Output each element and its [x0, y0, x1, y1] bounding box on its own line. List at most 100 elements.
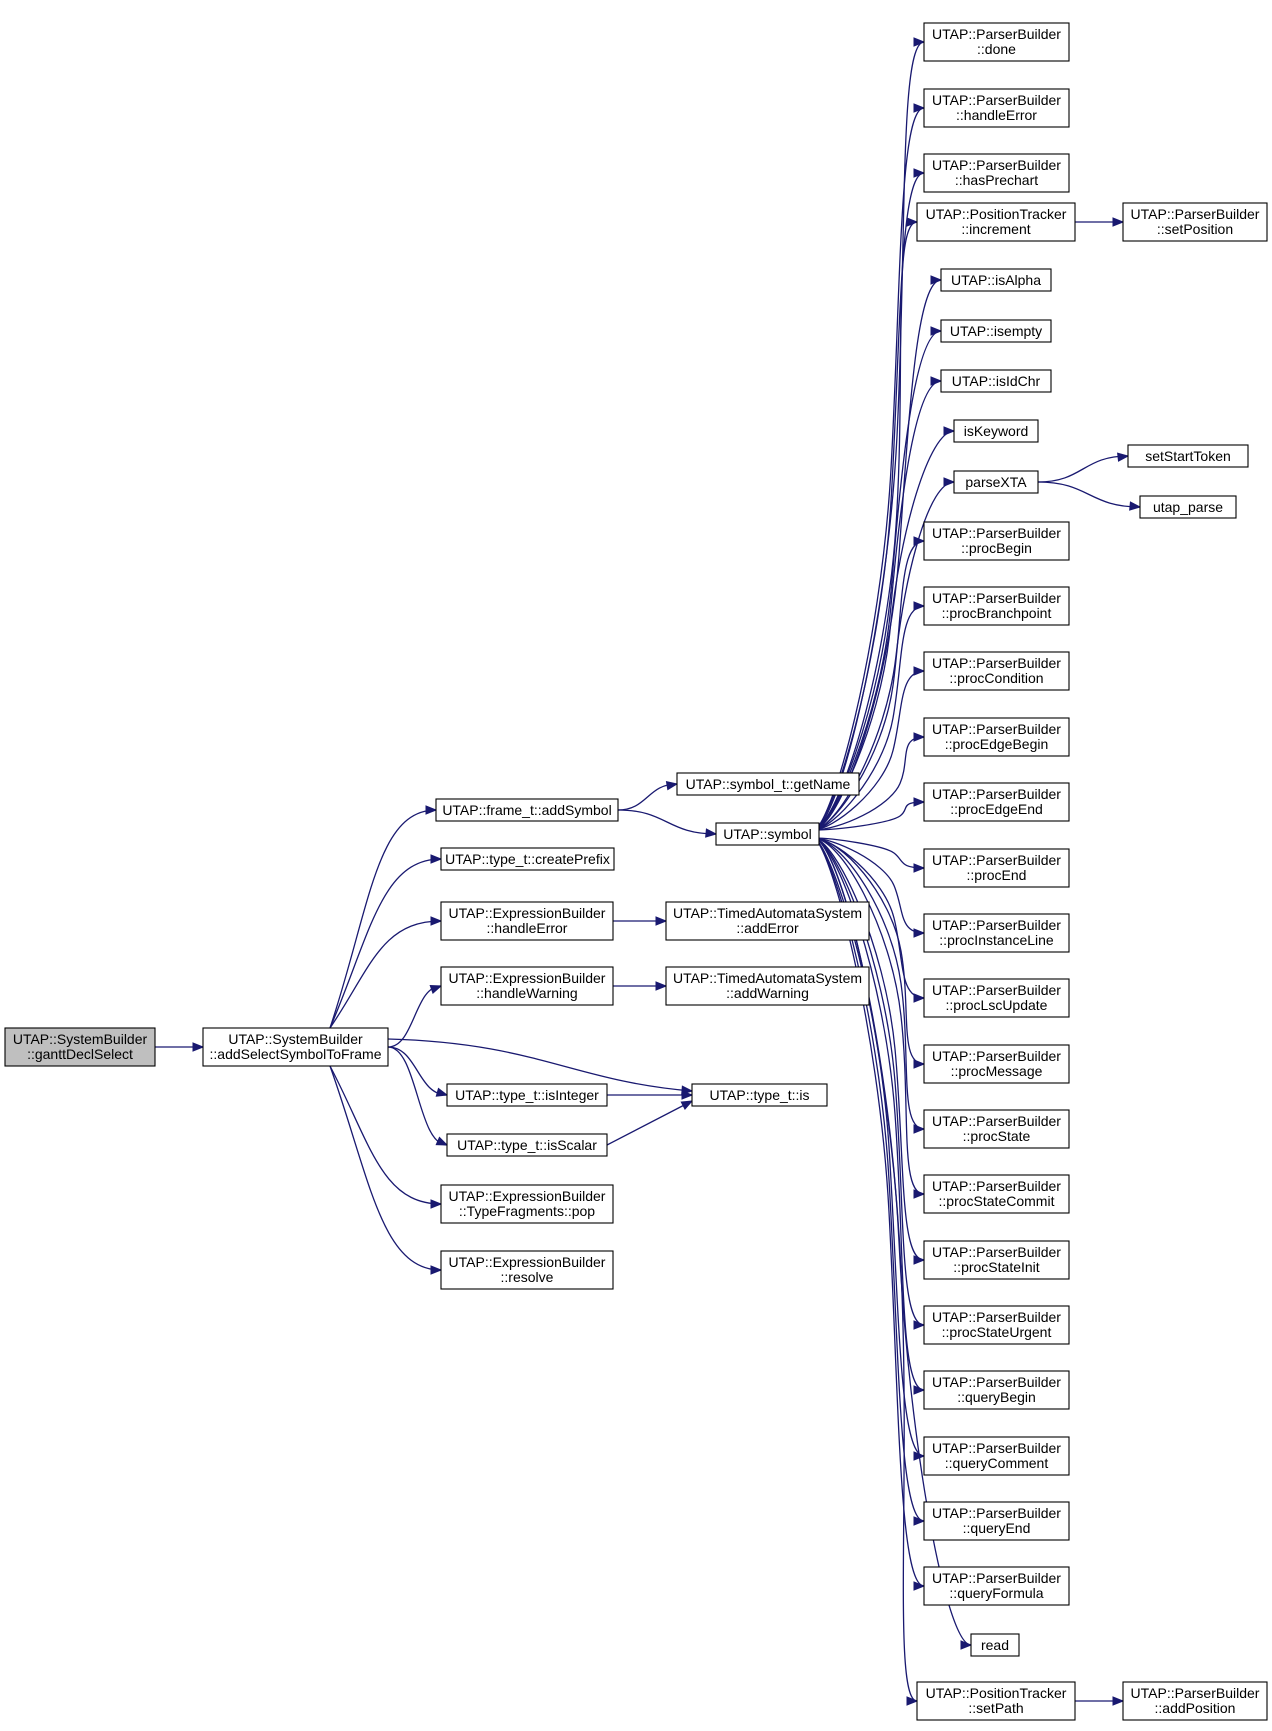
- node-setPosition[interactable]: UTAP::ParserBuilder::setPosition: [1122, 202, 1268, 242]
- node-procInstanceLine[interactable]: UTAP::ParserBuilder::procInstanceLine: [923, 913, 1070, 953]
- node-label: UTAP::ExpressionBuilder: [449, 970, 606, 986]
- arrow-head: [913, 1059, 926, 1069]
- node-isAlpha[interactable]: UTAP::isAlpha: [940, 268, 1052, 292]
- node-procBegin[interactable]: UTAP::ParserBuilder::procBegin: [923, 521, 1070, 561]
- node-parseXTA[interactable]: parseXTA: [953, 470, 1039, 494]
- arrow-head: [192, 1042, 205, 1052]
- edge-line: [329, 1065, 442, 1271]
- node-procBranchpoint[interactable]: UTAP::ParserBuilder::procBranchpoint: [923, 586, 1070, 626]
- node-isIdChr[interactable]: UTAP::isIdChr: [940, 369, 1052, 393]
- edge-line: [812, 837, 925, 1065]
- node-done[interactable]: UTAP::ParserBuilder::done: [923, 22, 1070, 62]
- edge-frameAdd-to-getName: [617, 781, 679, 811]
- node-box: [440, 1184, 614, 1224]
- node-queryFormula[interactable]: UTAP::ParserBuilder::queryFormula: [923, 1566, 1070, 1606]
- node-addError[interactable]: UTAP::TimedAutomataSystem::addError: [665, 901, 870, 941]
- node-increment[interactable]: UTAP::PositionTracker::increment: [916, 202, 1076, 242]
- arrow-head: [430, 854, 443, 864]
- edge-addSel-to-ebHandleWarning: [387, 985, 443, 1048]
- arrow-head: [913, 1516, 926, 1526]
- node-label: UTAP::isempty: [950, 323, 1042, 339]
- node-procState[interactable]: UTAP::ParserBuilder::procState: [923, 1109, 1070, 1149]
- node-label: UTAP::ParserBuilder: [932, 1374, 1061, 1390]
- edge-symbol-to-procStateUrgent: [812, 837, 926, 1330]
- node-isScalar[interactable]: UTAP::type_t::isScalar: [446, 1133, 608, 1157]
- node-procStateInit[interactable]: UTAP::ParserBuilder::procStateInit: [923, 1240, 1070, 1280]
- node-pop[interactable]: UTAP::ExpressionBuilder::TypeFragments::…: [440, 1184, 614, 1224]
- arrow-head: [913, 103, 926, 113]
- arrow-head: [430, 1199, 443, 1209]
- arrow-head: [913, 601, 926, 611]
- node-box: [1122, 1681, 1268, 1721]
- edge-line: [812, 540, 925, 831]
- node-label: read: [981, 1637, 1009, 1653]
- node-typeIs[interactable]: UTAP::type_t::is: [691, 1083, 828, 1107]
- arrow-head: [913, 1581, 926, 1591]
- node-queryComment[interactable]: UTAP::ParserBuilder::queryComment: [923, 1436, 1070, 1476]
- function-nodes: UTAP::SystemBuilder::ganttDeclSelectUTAP…: [4, 22, 1268, 1721]
- node-isInteger[interactable]: UTAP::type_t::isInteger: [446, 1083, 608, 1107]
- node-box: [923, 1044, 1070, 1084]
- node-label: ::procEdgeEnd: [950, 801, 1043, 817]
- edge-line: [812, 837, 925, 1261]
- node-isKeyword[interactable]: isKeyword: [953, 419, 1039, 443]
- node-pbHandleError[interactable]: UTAP::ParserBuilder::handleError: [923, 88, 1070, 128]
- node-addPosition[interactable]: UTAP::ParserBuilder::addPosition: [1122, 1681, 1268, 1721]
- node-label: ::procEnd: [967, 867, 1027, 883]
- node-setPath[interactable]: UTAP::PositionTracker::setPath: [916, 1681, 1076, 1721]
- node-queryEnd[interactable]: UTAP::ParserBuilder::queryEnd: [923, 1501, 1070, 1541]
- arrow-head: [913, 863, 926, 873]
- edge-symbol-to-queryFormula: [812, 837, 926, 1591]
- edge-gantt-to-addSel: [155, 1042, 205, 1052]
- node-procEdgeBegin[interactable]: UTAP::ParserBuilder::procEdgeBegin: [923, 717, 1070, 757]
- node-procEnd[interactable]: UTAP::ParserBuilder::procEnd: [923, 848, 1070, 888]
- node-box: [440, 901, 614, 941]
- node-isempty[interactable]: UTAP::isempty: [940, 319, 1052, 343]
- edge-symbol-to-procInstanceLine: [812, 837, 926, 938]
- node-resolve[interactable]: UTAP::ExpressionBuilder::resolve: [440, 1250, 614, 1290]
- node-ebHandleError[interactable]: UTAP::ExpressionBuilder::handleError: [440, 901, 614, 941]
- node-box: [923, 1436, 1070, 1476]
- node-procStateUrgent[interactable]: UTAP::ParserBuilder::procStateUrgent: [923, 1305, 1070, 1345]
- node-procStateCommit[interactable]: UTAP::ParserBuilder::procStateCommit: [923, 1174, 1070, 1214]
- node-label: ::procLscUpdate: [946, 997, 1048, 1013]
- node-read[interactable]: read: [970, 1633, 1020, 1657]
- node-utapParse[interactable]: utap_parse: [1139, 495, 1237, 519]
- node-label: ::handleWarning: [476, 985, 577, 1001]
- node-procMessage[interactable]: UTAP::ParserBuilder::procMessage: [923, 1044, 1070, 1084]
- node-setStartToken[interactable]: setStartToken: [1127, 444, 1249, 468]
- node-label: ::increment: [961, 221, 1030, 237]
- node-addWarning[interactable]: UTAP::TimedAutomataSystem::addWarning: [665, 966, 870, 1006]
- arrow-head: [430, 916, 443, 926]
- node-getName[interactable]: UTAP::symbol_t::getName: [676, 772, 860, 796]
- node-box: [440, 847, 615, 871]
- edge-addSel-to-isInteger: [387, 1046, 449, 1097]
- node-procCondition[interactable]: UTAP::ParserBuilder::procCondition: [923, 651, 1070, 691]
- node-ebHandleWarning[interactable]: UTAP::ExpressionBuilder::handleWarning: [440, 966, 614, 1006]
- node-label: UTAP::ParserBuilder: [932, 1178, 1061, 1194]
- node-createPrefix[interactable]: UTAP::type_t::createPrefix: [440, 847, 615, 871]
- node-label: ::addWarning: [726, 985, 809, 1001]
- arrow-head: [655, 916, 668, 926]
- node-box: [970, 1633, 1020, 1657]
- edge-line: [329, 920, 442, 1029]
- node-procEdgeEnd[interactable]: UTAP::ParserBuilder::procEdgeEnd: [923, 782, 1070, 822]
- arrow-head: [930, 326, 943, 336]
- node-gantt[interactable]: UTAP::SystemBuilder::ganttDeclSelect: [4, 1027, 156, 1067]
- node-hasPrechart[interactable]: UTAP::ParserBuilder::hasPrechart: [923, 153, 1070, 193]
- node-queryBegin[interactable]: UTAP::ParserBuilder::queryBegin: [923, 1370, 1070, 1410]
- edge-symbol-to-isKeyword: [812, 426, 956, 831]
- arrow-head: [943, 477, 956, 487]
- node-label: ::procBegin: [961, 540, 1032, 556]
- arrow-head: [1117, 452, 1130, 462]
- node-procLscUpdate[interactable]: UTAP::ParserBuilder::procLscUpdate: [923, 978, 1070, 1018]
- node-symbol[interactable]: UTAP::symbol: [715, 822, 820, 846]
- node-box: [665, 966, 870, 1006]
- node-box: [923, 586, 1070, 626]
- node-box: [923, 913, 1070, 953]
- node-addSel[interactable]: UTAP::SystemBuilder::addSelectSymbolToFr…: [202, 1027, 389, 1067]
- node-frameAdd[interactable]: UTAP::frame_t::addSymbol: [435, 798, 619, 822]
- node-label: UTAP::ExpressionBuilder: [449, 1254, 606, 1270]
- arrow-head: [913, 1124, 926, 1134]
